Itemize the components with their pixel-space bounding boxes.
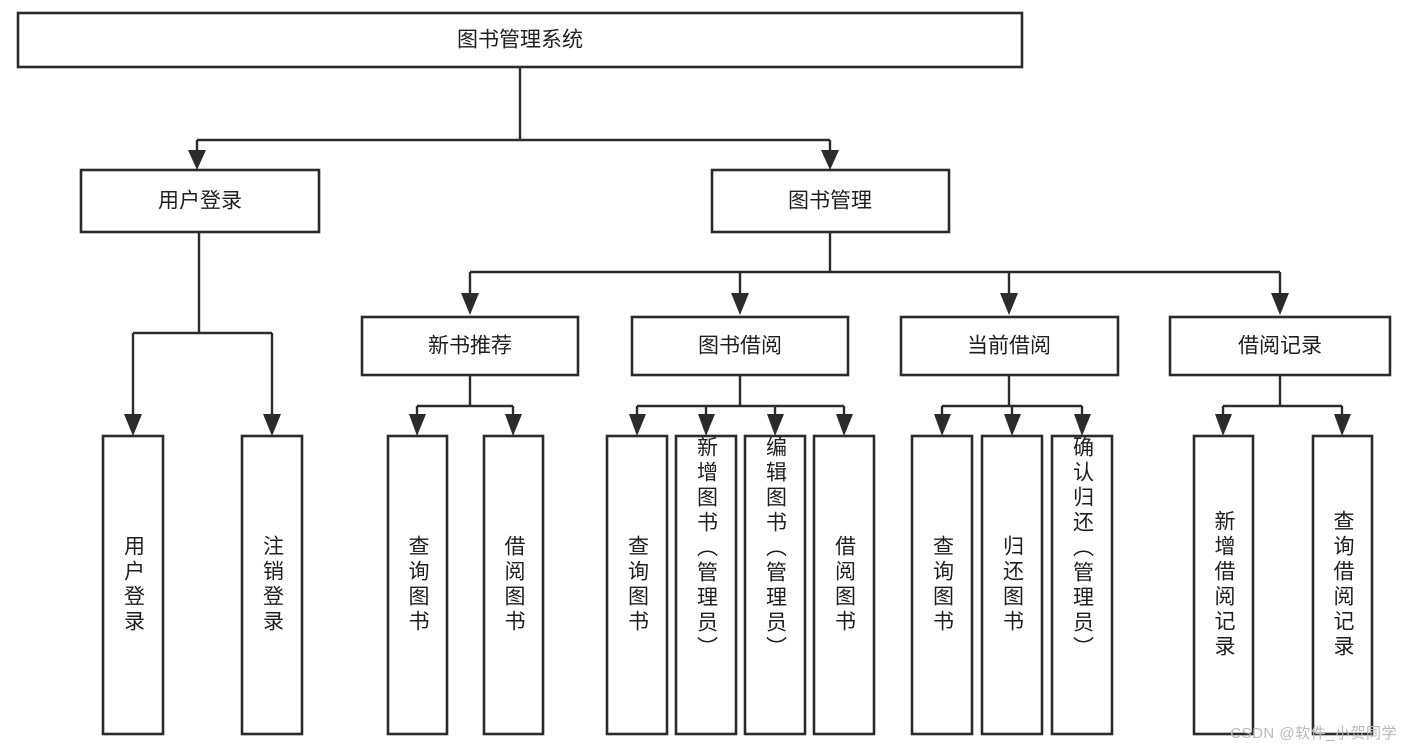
nodes-layer: 图书管理系统 用户登录 图书管理 新书推荐 图书借阅 当前借阅 借阅记录 (16, 11, 1392, 736)
node-box-leaf-borrow-book-1[interactable] (482, 434, 545, 736)
arrowhead-borrow (731, 293, 749, 315)
connectors-layer (124, 67, 1351, 436)
node-box-user-login[interactable] (79, 168, 321, 234)
arrowhead-record-leaf-1 (1215, 414, 1232, 436)
arrowhead-borrow-leaf-3 (767, 414, 784, 436)
node-box-borrow-record[interactable] (1168, 315, 1392, 377)
node-label-book-manage: 图书管理 (788, 190, 872, 213)
node-box-leaf-confirm-return[interactable] (1050, 434, 1114, 736)
arrowhead-record-leaf-2 (1334, 414, 1351, 436)
node-label-borrow-record: 借阅记录 (1238, 335, 1322, 358)
node-label-new-book-recommend: 新书推荐 (428, 335, 512, 358)
arrowhead-borrow-leaf-1 (629, 414, 646, 436)
node-box-new-book-recommend[interactable] (360, 315, 580, 377)
arrowhead-borrow-leaf-4 (836, 414, 853, 436)
node-box-leaf-add-book[interactable] (674, 434, 738, 736)
arrowhead-current-leaf-3 (1074, 414, 1091, 436)
node-label-user-login: 用户登录 (158, 190, 242, 213)
arrowhead-current-leaf-1 (934, 414, 951, 436)
node-box-leaf-logout[interactable] (240, 434, 304, 736)
node-box-current-borrow[interactable] (899, 315, 1120, 377)
arrowhead-leaf-user-login (124, 414, 142, 436)
arrowhead-user-login (188, 150, 206, 170)
node-box-leaf-query-book-1[interactable] (386, 434, 449, 736)
node-box-leaf-add-record[interactable] (1192, 434, 1255, 736)
arrowhead-current-leaf-2 (1004, 414, 1021, 436)
arrowhead-borrow-leaf-2 (698, 414, 715, 436)
arrowhead-record (1271, 293, 1289, 315)
node-box-leaf-query-record[interactable] (1311, 434, 1374, 736)
node-box-leaf-user-login[interactable] (101, 434, 165, 736)
arrowhead-newbook (461, 293, 479, 315)
node-box-book-manage[interactable] (710, 168, 951, 234)
arrowhead-newbook-leaf-1 (409, 414, 426, 436)
node-box-root[interactable] (16, 11, 1024, 69)
arrowhead-leaf-logout (263, 414, 281, 436)
node-label-current-borrow: 当前借阅 (967, 335, 1051, 358)
node-box-leaf-query-book-2[interactable] (605, 434, 669, 736)
node-box-leaf-edit-book[interactable] (743, 434, 807, 736)
arrowhead-current (1000, 293, 1018, 315)
arrowhead-newbook-leaf-2 (505, 414, 522, 436)
watermark-text: CSDN @软件_小贺同学 (1230, 725, 1397, 742)
node-box-leaf-return-book[interactable] (980, 434, 1044, 736)
node-box-book-borrow[interactable] (630, 315, 850, 377)
node-box-leaf-query-book-3[interactable] (910, 434, 974, 736)
node-label-root: 图书管理系统 (457, 29, 583, 52)
node-box-leaf-borrow-book-2[interactable] (812, 434, 876, 736)
arrowhead-book-manage (821, 150, 839, 170)
node-label-book-borrow: 图书借阅 (698, 335, 782, 358)
